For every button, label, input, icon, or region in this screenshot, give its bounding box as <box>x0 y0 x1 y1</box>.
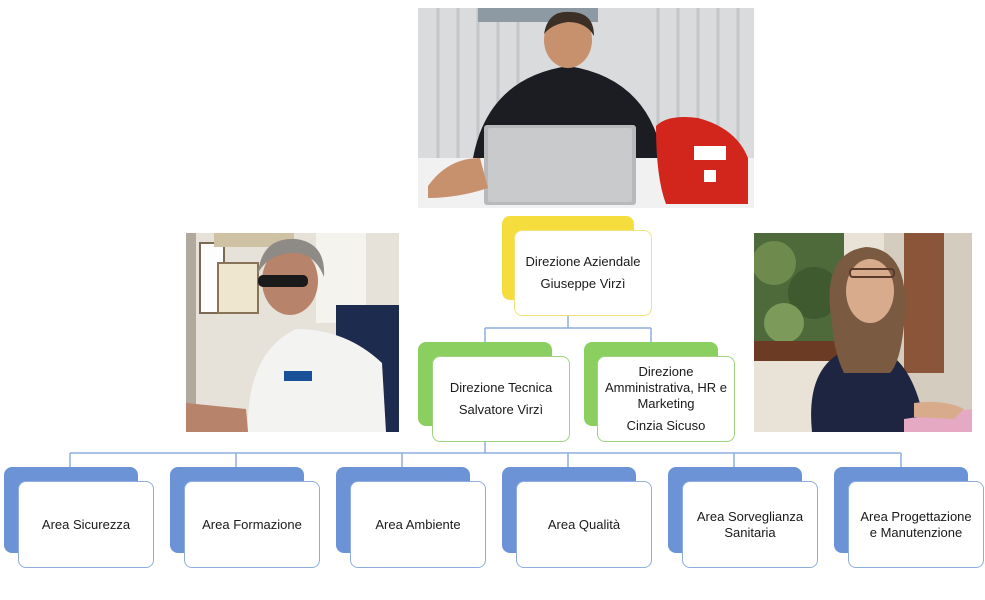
node-area-sicurezza: Area Sicurezza <box>4 467 154 568</box>
node-direzione-amministrativa: Direzione Amministrativa, HR e Marketing… <box>584 342 735 442</box>
right-photo <box>754 233 972 432</box>
node-title: Direzione Amministrativa, HR e Marketing <box>604 364 728 411</box>
node-person: Giuseppe Virzì <box>540 276 626 291</box>
area-label: Area Qualità <box>547 516 621 532</box>
node-area-formazione: Area Formazione <box>170 467 320 568</box>
node-area-qualita: Area Qualità <box>502 467 652 568</box>
man-with-laptop-photo <box>418 8 754 208</box>
node-person: Salvatore Virzì <box>458 402 544 417</box>
area-label: Area Sicurezza <box>41 516 131 532</box>
woman-at-desk-photo <box>754 233 972 432</box>
node-title: Direzione Aziendale <box>525 254 641 269</box>
area-label: Area Progettazione e Manutenzione <box>860 508 972 540</box>
left-photo <box>186 233 399 432</box>
area-label: Area Sorveglianza Sanitaria <box>696 508 804 540</box>
area-label: Area Formazione <box>202 516 302 532</box>
node-area-sorveglianza-sanitaria: Area Sorveglianza Sanitaria <box>668 467 818 568</box>
top-photo <box>418 8 754 208</box>
node-direzione-tecnica: Direzione Tecnica Salvatore Virzì <box>418 342 570 442</box>
node-area-progettazione-manutenzione: Area Progettazione e Manutenzione <box>834 467 984 568</box>
node-title: Direzione Tecnica <box>449 380 553 395</box>
node-direzione-aziendale: Direzione Aziendale Giuseppe Virzì <box>502 216 652 316</box>
man-in-office-photo <box>186 233 399 432</box>
area-label: Area Ambiente <box>375 516 461 532</box>
node-person: Cinzia Sicuso <box>626 418 706 433</box>
node-area-ambiente: Area Ambiente <box>336 467 486 568</box>
